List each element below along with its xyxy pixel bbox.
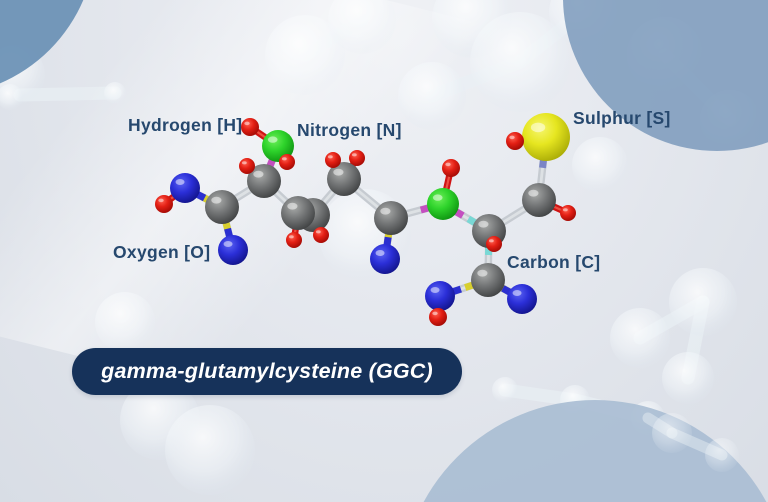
molecule-name-badge: gamma-glutamylcysteine (GGC)	[72, 348, 462, 395]
atom-label-hydrogen: Hydrogen [H]	[128, 115, 243, 135]
atom-label-nitrogen: Nitrogen [N]	[297, 120, 402, 140]
molecule-name-text: gamma-glutamylcysteine (GGC)	[101, 359, 433, 383]
atom-label-oxygen: Oxygen [O]	[113, 242, 211, 262]
atom-label-carbon: Carbon [C]	[507, 252, 601, 272]
atom-label-sulphur: Sulphur [S]	[573, 108, 671, 128]
